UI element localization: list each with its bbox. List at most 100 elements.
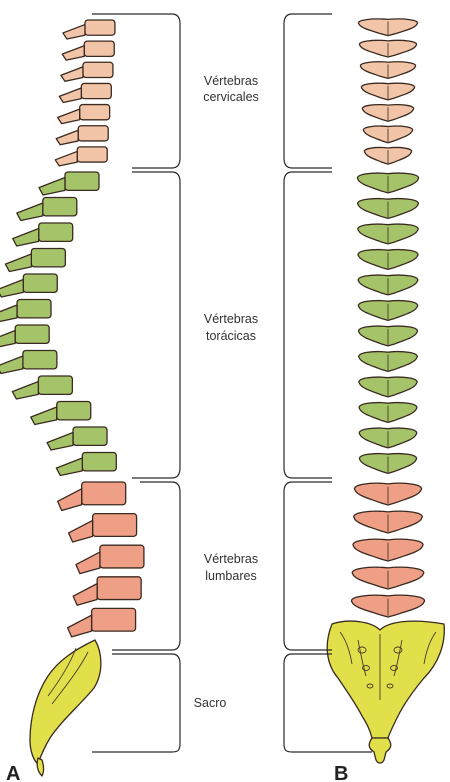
lumbar-spinous-process bbox=[76, 552, 100, 574]
lateral-coccyx bbox=[37, 758, 43, 776]
posterior-cervical-vertebrae bbox=[358, 19, 417, 164]
thoracic-spinous-process bbox=[31, 407, 57, 424]
cervical-spinous-process bbox=[55, 151, 77, 165]
lumbar-vertebra-posterior bbox=[352, 595, 425, 617]
thoracic-vertebral-body bbox=[57, 402, 91, 420]
cervical-vertebra-lateral bbox=[63, 20, 115, 39]
posterior-thoracic-vertebrae bbox=[357, 173, 418, 473]
lumbar-label-line2: lumbares bbox=[205, 569, 256, 583]
cervical-vertebral-body bbox=[78, 126, 108, 141]
lumbar-vertebral-body bbox=[97, 577, 141, 600]
thoracic-label-line2: torácicas bbox=[206, 329, 256, 343]
thoracic-vertebra-lateral bbox=[31, 402, 91, 425]
thoracic-vertebra-lateral bbox=[39, 172, 99, 195]
lumbar-vertebra-lateral bbox=[69, 514, 137, 542]
thoracic-vertebra-lateral bbox=[5, 249, 65, 272]
cervical-vertebra-lateral bbox=[59, 83, 111, 102]
lumbar-label-line1: Vértebras bbox=[204, 552, 258, 566]
lateral-sacrum-shape bbox=[30, 640, 101, 764]
thoracic-vertebra-posterior bbox=[358, 224, 418, 244]
thoracic-spinous-process bbox=[0, 331, 15, 348]
cervical-label-line1: Vértebras bbox=[204, 74, 258, 88]
cervical-spinous-process bbox=[56, 130, 78, 144]
thoracic-spinous-process bbox=[17, 203, 43, 220]
cervical-vertebra-posterior bbox=[361, 83, 414, 100]
panel-a-letter: A bbox=[6, 763, 20, 782]
lateral-cervical-vertebrae bbox=[55, 20, 115, 166]
thoracic-vertebra-lateral bbox=[0, 300, 51, 323]
thoracic-vertebra-posterior bbox=[358, 275, 418, 295]
thoracic-vertebral-body bbox=[73, 427, 107, 445]
posterior-sacrum-shape bbox=[327, 621, 444, 738]
lumbar-vertebra-posterior bbox=[354, 483, 421, 505]
thoracic-vertebra-lateral bbox=[56, 453, 116, 476]
lumbar-spinous-process bbox=[69, 520, 93, 542]
cervical-vertebral-body bbox=[81, 83, 111, 98]
thoracic-spinous-process bbox=[56, 458, 82, 475]
lumbar-vertebra-lateral bbox=[58, 482, 126, 510]
thoracic-vertebra-lateral bbox=[13, 223, 73, 246]
thoracic-spinous-process bbox=[12, 382, 38, 399]
thoracic-vertebral-body bbox=[82, 453, 116, 471]
cervical-vertebra-lateral bbox=[55, 147, 107, 166]
thoracic-vertebra-posterior bbox=[359, 428, 416, 448]
cervical-vertebral-body bbox=[85, 20, 115, 35]
lateral-thoracic-vertebrae bbox=[0, 172, 116, 475]
posterior-coccyx bbox=[369, 738, 391, 763]
lumbar-vertebra-posterior bbox=[353, 539, 423, 561]
thoracic-vertebral-body bbox=[23, 351, 57, 369]
thoracic-vertebral-body bbox=[15, 325, 49, 343]
thoracic-vertebra-posterior bbox=[359, 377, 417, 397]
lumbar-vertebral-body bbox=[92, 608, 136, 631]
thoracic-vertebral-body bbox=[23, 274, 57, 292]
thoracic-vertebra-posterior bbox=[359, 326, 418, 346]
thoracic-vertebra-posterior bbox=[359, 403, 417, 423]
cervical-spinous-process bbox=[58, 109, 80, 123]
cervical-vertebra-posterior bbox=[362, 105, 413, 122]
lumbar-spinous-process bbox=[58, 489, 82, 511]
cervical-vertebra-posterior bbox=[360, 62, 415, 79]
posterior-spine-view bbox=[327, 19, 444, 763]
cervical-vertebra-lateral bbox=[56, 126, 108, 145]
cervical-vertebral-body bbox=[77, 147, 107, 162]
cervical-bracket-right bbox=[284, 14, 332, 168]
cervical-spinous-process bbox=[59, 88, 81, 102]
cervical-vertebra-lateral bbox=[62, 41, 114, 60]
thoracic-spinous-process bbox=[0, 280, 23, 297]
cervical-label-line2: cervicales bbox=[203, 90, 259, 104]
thoracic-spinous-process bbox=[13, 229, 39, 246]
cervical-spinous-process bbox=[61, 67, 83, 81]
thoracic-label-line1: Vértebras bbox=[204, 312, 258, 326]
cervical-vertebral-body bbox=[80, 105, 110, 120]
thoracic-vertebra-posterior bbox=[359, 352, 418, 372]
thoracic-vertebra-posterior bbox=[358, 250, 418, 270]
lateral-lumbar-vertebrae bbox=[58, 482, 144, 637]
thoracic-vertebra-posterior bbox=[358, 301, 417, 321]
cervical-vertebra-lateral bbox=[61, 62, 113, 81]
lumbar-vertebra-posterior bbox=[354, 511, 422, 533]
posterior-sacrum bbox=[327, 621, 444, 763]
thoracic-vertebral-body bbox=[31, 249, 65, 267]
lumbar-vertebra-posterior bbox=[352, 567, 423, 589]
thoracic-spinous-process bbox=[39, 178, 65, 195]
lumbar-spinous-process bbox=[68, 615, 92, 637]
thoracic-vertebral-body bbox=[17, 300, 51, 318]
thoracic-vertebra-lateral bbox=[17, 198, 77, 221]
lateral-spine-view bbox=[0, 20, 144, 776]
thoracic-vertebral-body bbox=[65, 172, 99, 190]
thoracic-spinous-process bbox=[5, 254, 31, 271]
lumbar-vertebra-lateral bbox=[76, 545, 144, 573]
cervical-vertebra-posterior bbox=[364, 148, 411, 165]
sacrum-bracket-left bbox=[92, 654, 180, 752]
thoracic-spinous-process bbox=[0, 305, 17, 322]
thoracic-vertebral-body bbox=[38, 376, 72, 394]
thoracic-vertebra-lateral bbox=[0, 325, 49, 348]
thoracic-vertebra-lateral bbox=[0, 274, 57, 297]
cervical-spinous-process bbox=[62, 46, 84, 60]
cervical-vertebral-body bbox=[84, 41, 114, 56]
thoracic-vertebral-body bbox=[43, 198, 77, 216]
thoracic-spinous-process bbox=[47, 433, 73, 450]
posterior-lumbar-vertebrae bbox=[352, 483, 425, 617]
lumbar-vertebra-lateral bbox=[73, 577, 141, 605]
